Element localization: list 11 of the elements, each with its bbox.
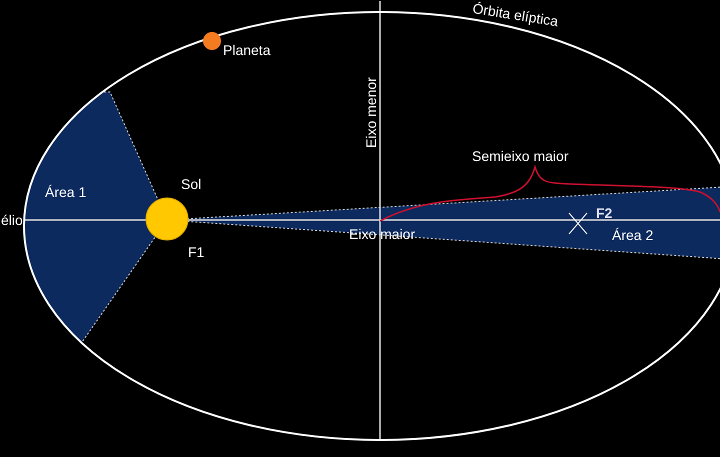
area-label: Área 2: [612, 227, 654, 243]
axis-label: Semieixo maior: [472, 148, 568, 164]
axis-label: Eixo maior: [349, 226, 416, 242]
focus-label: F1: [188, 244, 204, 260]
axis-label: élio: [1, 212, 23, 228]
focus-label: F2: [596, 205, 612, 221]
orbit-label: Órbita elíptica: [472, 0, 560, 30]
area-label: Área 1: [45, 184, 86, 200]
axis-label: Eixo menor: [363, 77, 379, 148]
planet-label: Planeta: [223, 42, 270, 58]
sun-label: Sol: [181, 176, 202, 192]
